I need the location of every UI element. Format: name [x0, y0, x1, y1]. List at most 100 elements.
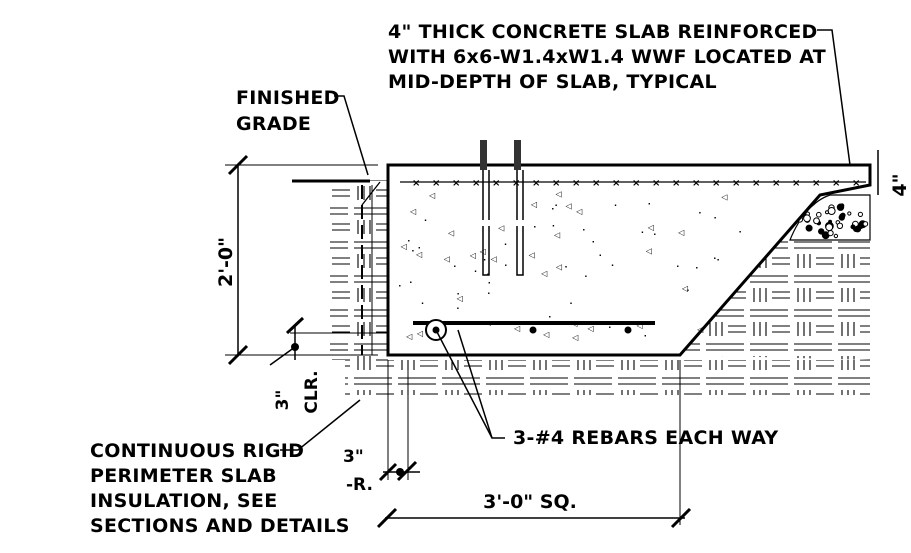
- perimeter-insulation: [361, 181, 381, 355]
- slab-thickness-label: 4": [889, 173, 911, 196]
- aggregate-mark: ·: [584, 272, 587, 281]
- clear-cover-side-dimension: [378, 360, 420, 482]
- wwf-cross: ×: [852, 178, 860, 189]
- aggregate-mark: ·: [456, 304, 459, 313]
- gravel-stone: [816, 211, 822, 218]
- depth-dimension: [225, 154, 378, 366]
- aggregate-mark: ·: [548, 313, 551, 322]
- aggregate-mark: ·: [407, 237, 410, 246]
- aggregate-mark: ◁: [647, 223, 654, 232]
- aggregate-mark: ·: [695, 263, 698, 272]
- aggregate-mark: ◁: [443, 255, 450, 264]
- aggregate-mark: ◁: [565, 201, 572, 210]
- aggregate-mark: ◁: [645, 247, 652, 256]
- aggregate-mark: ·: [582, 226, 585, 235]
- aggregate-mark: ◁: [681, 284, 688, 293]
- aggregate-mark: ·: [533, 223, 536, 232]
- gravel-stone: [850, 224, 856, 230]
- svg-text:4" THICK CONCRETE SLAB REINFOR: 4" THICK CONCRETE SLAB REINFORCED: [388, 21, 818, 43]
- wwf-cross: ×: [612, 178, 620, 189]
- aggregate-mark: ·: [487, 289, 490, 298]
- wwf-cross: ×: [632, 178, 640, 189]
- insulation-note: CONTINUOUS RIGID PERIMETER SLAB INSULATI…: [90, 440, 350, 537]
- gravel-stone: [857, 223, 864, 230]
- aggregate-mark: ·: [676, 262, 679, 271]
- leader-lines: [280, 29, 851, 451]
- clear-cover-bottom-label: CLR.: [302, 370, 322, 413]
- aggregate-mark: ◁: [530, 200, 537, 209]
- wwf-cross: ×: [752, 178, 760, 189]
- gravel-stone: [818, 228, 825, 235]
- aggregate-mark: ·: [644, 331, 647, 340]
- footing-width-label: 3'-0" SQ.: [483, 491, 577, 513]
- gravel-stone: [828, 219, 833, 224]
- aggregate-mark: ·: [424, 216, 427, 225]
- gravel-stone: [862, 221, 869, 227]
- wwf-cross: ×: [532, 178, 540, 189]
- aggregate-mark: ·: [611, 261, 614, 270]
- aggregate-mark: ·: [457, 290, 460, 299]
- aggregate-mark: ◁: [542, 330, 549, 339]
- aggregate-mark: ◁: [469, 251, 476, 260]
- grade-note: FINISHED GRADE: [236, 87, 340, 135]
- svg-text:GRADE: GRADE: [236, 113, 311, 135]
- depth-dimension-label: 2'-0": [215, 237, 237, 287]
- aggregate-mark: ◁: [555, 189, 562, 198]
- svg-text:CONTINUOUS RIGID: CONTINUOUS RIGID: [90, 440, 304, 462]
- aggregate-mark: ◁: [587, 324, 594, 333]
- svg-text:SECTIONS AND DETAILS: SECTIONS AND DETAILS: [90, 515, 350, 537]
- aggregate-mark: ·: [698, 209, 701, 218]
- aggregate-mark: ·: [565, 262, 568, 271]
- gravel-base: [789, 194, 871, 241]
- gravel-stone: [836, 203, 845, 211]
- aggregate-mark: ◁: [497, 224, 504, 233]
- svg-text:MID-DEPTH OF SLAB, TYPICAL: MID-DEPTH OF SLAB, TYPICAL: [388, 71, 717, 93]
- gravel-stone: [847, 211, 852, 216]
- aggregate-mark: ·: [418, 243, 421, 252]
- aggregate-mark: ·: [686, 286, 689, 295]
- wwf-cross: ×: [692, 178, 700, 189]
- aggregate-mark: ◁: [540, 269, 547, 278]
- aggregate-mark: ·: [653, 230, 656, 239]
- gravel-stone: [805, 224, 813, 232]
- aggregate-mark: ·: [504, 240, 507, 249]
- aggregate-mark: ◁: [415, 250, 422, 259]
- aggregate-mark: ·: [504, 261, 507, 270]
- clear-cover-bottom-dimension: [269, 316, 388, 366]
- aggregate-mark: ◁: [575, 207, 582, 216]
- gravel-stone: [803, 214, 811, 223]
- aggregate-mark: ◁: [513, 324, 520, 333]
- footing-width-dimension: [376, 360, 692, 529]
- gravel-stone: [813, 217, 820, 225]
- wwf-cross: ×: [492, 178, 500, 189]
- svg-text:PERIMETER SLAB: PERIMETER SLAB: [90, 465, 277, 487]
- wwf-mesh: ×××××××××××××××××××××××: [400, 178, 866, 189]
- aggregate-mark: ·: [614, 201, 617, 210]
- column-dowels: [480, 140, 524, 276]
- aggregate-mark: ·: [570, 299, 573, 308]
- svg-text:FINISHED: FINISHED: [236, 87, 340, 109]
- gravel-stone: [857, 211, 864, 217]
- aggregate-mark: ◁: [456, 294, 463, 303]
- aggregate-mark: ◁: [428, 191, 435, 200]
- aggregate-mark: ◁: [555, 263, 562, 272]
- aggregate-mark: ·: [489, 321, 492, 330]
- svg-text:WITH 6x6-W1.4xW1.4 WWF LOCATED: WITH 6x6-W1.4xW1.4 WWF LOCATED AT: [388, 46, 826, 68]
- aggregate-mark: ·: [592, 238, 595, 247]
- clear-cover-side-value: 3": [343, 447, 364, 467]
- aggregate-mark: ·: [713, 254, 716, 263]
- gravel-stone: [836, 222, 844, 230]
- gravel-stone: [827, 207, 836, 215]
- aggregate-mark: ◁: [571, 333, 578, 342]
- aggregate-mark: ·: [411, 246, 414, 255]
- wwf-cross: ×: [712, 178, 720, 189]
- aggregate-mark: ·: [551, 204, 554, 213]
- wwf-cross: ×: [452, 178, 460, 189]
- wwf-cross: ×: [592, 178, 600, 189]
- aggregate-mark: ·: [739, 228, 742, 237]
- aggregate-mark: ◁: [636, 321, 643, 330]
- aggregate-mark: ◁: [553, 231, 560, 240]
- aggregate-mark: ◁: [528, 251, 535, 260]
- aggregate-mark: ·: [453, 262, 456, 271]
